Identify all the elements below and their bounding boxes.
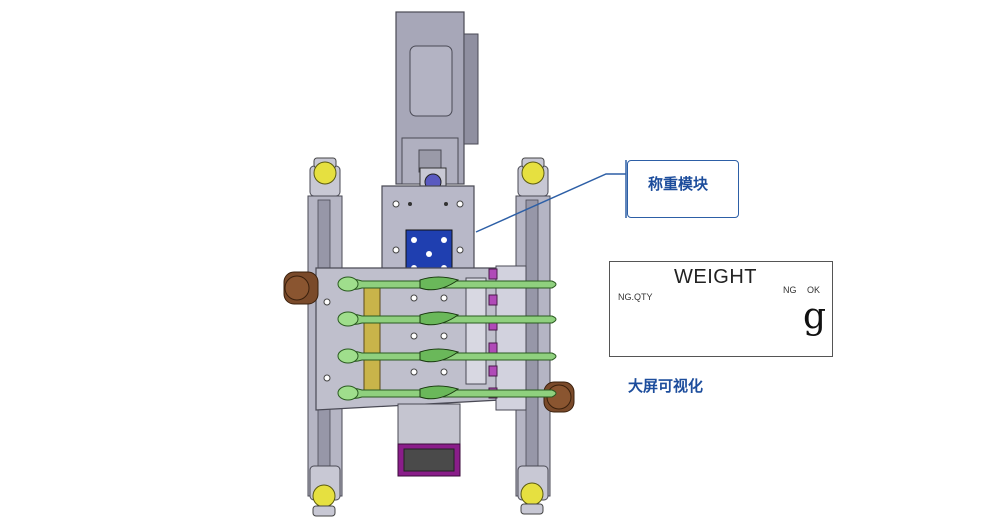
toothbrush-1 bbox=[337, 276, 557, 292]
bottom-tray bbox=[397, 403, 461, 477]
top-column bbox=[395, 11, 479, 185]
toothbrush-2 bbox=[337, 311, 557, 327]
main-tray-plate bbox=[315, 265, 527, 411]
toothbrush-4 bbox=[337, 385, 557, 401]
yellow-knob-bottom-left bbox=[312, 484, 336, 517]
yellow-knob-bottom-right bbox=[520, 482, 544, 515]
ng-lamp-label: NG bbox=[783, 285, 797, 295]
weighing-module-callout-box bbox=[627, 160, 739, 218]
big-screen-visualization-label: 大屏可视化 bbox=[628, 377, 704, 395]
weighing-module-label: 称重模块 bbox=[648, 175, 709, 193]
weight-display-title: WEIGHT bbox=[674, 266, 757, 288]
ok-lamp-label: OK bbox=[807, 285, 821, 295]
yellow-knob-top-right bbox=[521, 157, 545, 185]
toothbrush-3 bbox=[337, 348, 557, 364]
weight-display-panel bbox=[609, 261, 833, 357]
weight-unit: g bbox=[803, 296, 827, 337]
ng-qty-label: NG.QTY bbox=[618, 292, 653, 302]
callout-leader-line bbox=[475, 173, 626, 233]
yellow-knob-top-left bbox=[313, 157, 337, 185]
